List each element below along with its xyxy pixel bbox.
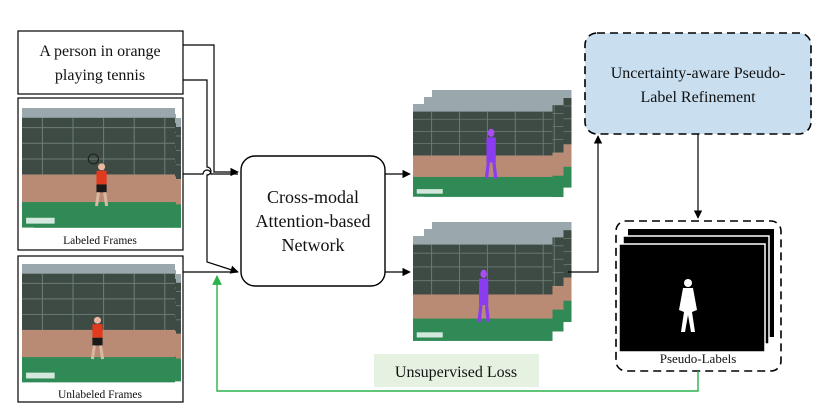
labeled-prediction-stack [412,89,572,198]
text-prompt-line1: A person in orange [39,43,160,60]
labeled-frame-front [21,107,176,229]
player-silhouette [679,279,697,332]
unsupervised-loss-arrow [212,275,699,392]
network-label-line1: Cross-modal [267,187,359,207]
unlabeled-prediction-front [412,235,553,342]
labeled-frames-caption: Labeled Frames [63,235,137,247]
labeled-frames-stack: Labeled Frames [17,97,184,251]
text-prompt-box: A person in orange playing tennis [17,30,184,95]
unsupervised-loss-label: Unsupervised Loss [395,364,517,381]
unlabeled-prediction-stack [412,221,572,342]
prediction-to-refinement-arrow [568,135,603,273]
unlabeled-frame-front [21,263,176,383]
unsupervised-loss-box: Unsupervised Loss [374,354,539,387]
labeled-to-network-line [183,169,238,175]
refinement-label-line2: Label Refinement [640,89,756,106]
unlabeled-frames-caption: Unlabeled Frames [58,389,143,401]
pseudo-labels-box: Pseudo-Labels [615,220,782,372]
refinement-label-line1: Uncertainty-aware Pseudo- [611,65,786,82]
text-to-network-arrow-1 [183,44,239,177]
network-output-arrows [385,169,411,277]
network-label-line3: Network [282,235,345,255]
network-label-line2: Attention-based [256,211,371,231]
pseudo-label-refinement-box: Uncertainty-aware Pseudo- Label Refineme… [584,32,812,135]
text-to-network-arrow-2 [183,79,239,274]
labeled-prediction-front [412,103,553,198]
cross-modal-network-box: Cross-modal Attention-based Network [240,155,386,287]
text-prompt-line2: playing tennis [55,67,145,84]
input-connectors [183,44,239,274]
unlabeled-frames-stack: Unlabeled Frames [17,255,184,403]
pseudo-labels-caption: Pseudo-Labels [660,351,737,366]
